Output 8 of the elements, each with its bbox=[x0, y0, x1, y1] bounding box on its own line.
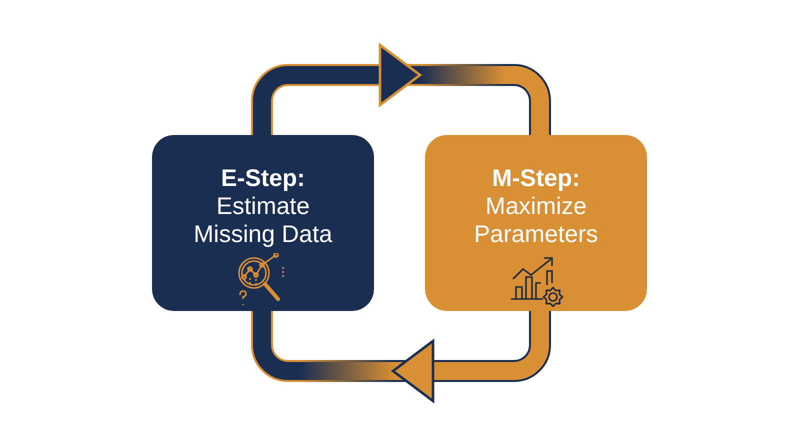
step-title: E-Step: bbox=[221, 165, 305, 193]
step-title: M-Step: bbox=[492, 165, 580, 193]
arrow bbox=[251, 42, 551, 135]
process-box bbox=[152, 135, 374, 311]
process-box bbox=[425, 135, 647, 311]
step-description: Estimate Missing Data bbox=[192, 193, 334, 249]
arrow bbox=[251, 311, 551, 404]
step-description: Maximize Parameters bbox=[472, 193, 600, 249]
